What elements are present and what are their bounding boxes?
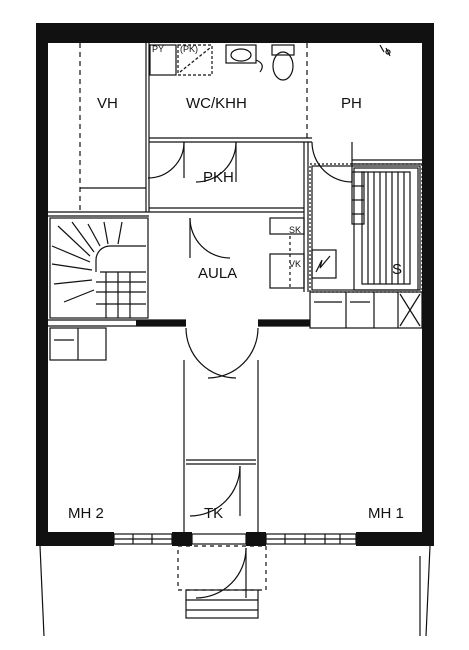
fixture-label-pk: (PK) <box>180 44 198 54</box>
fixture-label-vk: VK <box>289 259 301 269</box>
fixture-label-py: PY <box>152 44 164 54</box>
wc-fixtures <box>149 44 391 81</box>
room-label-s: S <box>392 261 402 278</box>
room-label-mh1: MH 1 <box>368 505 404 522</box>
bottom-windows <box>113 533 357 545</box>
exterior-walls <box>36 23 434 546</box>
room-label-vh: VH <box>97 95 118 112</box>
cabinets-right <box>309 291 423 329</box>
fixture-labels: PY (PK) SK VK <box>152 44 301 269</box>
room-label-pkh: PKH <box>203 169 234 186</box>
room-label-wc-khh: WC/KHH <box>186 95 247 112</box>
room-label-tk: TK <box>204 505 223 522</box>
staircase <box>49 217 149 319</box>
fixture-label-sk: SK <box>289 225 301 235</box>
door-swings <box>147 141 353 599</box>
room-label-ph: PH <box>341 95 362 112</box>
room-labels: VH WC/KHH PH PKH AULA S MH 2 MH 1 TK <box>68 95 404 522</box>
room-label-aula: AULA <box>198 265 237 282</box>
sauna-benches <box>309 163 423 293</box>
room-label-mh2: MH 2 <box>68 505 104 522</box>
